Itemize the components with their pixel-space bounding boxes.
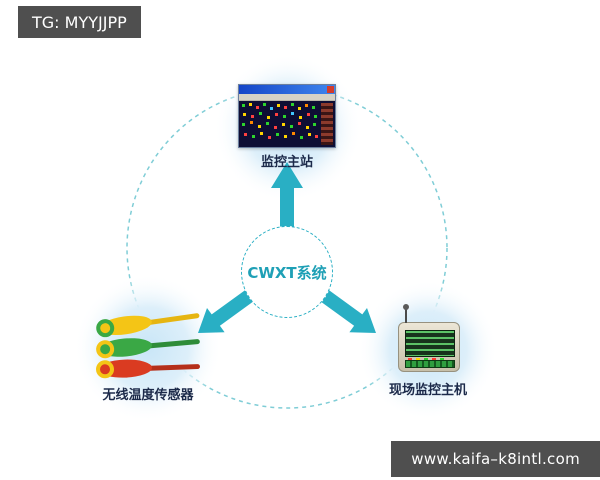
field-host-device <box>398 304 460 372</box>
scada-side-panel <box>321 103 333 145</box>
device-screen <box>405 330 455 357</box>
node-label-wireless-sensor: 无线温度传感器 <box>102 388 194 403</box>
device-terminal-blocks <box>405 360 455 368</box>
system-hub: CWXT系统 <box>241 226 333 318</box>
antenna-icon <box>403 304 409 323</box>
sensor-green <box>96 338 200 359</box>
close-icon <box>327 86 334 93</box>
sensor-yellow <box>96 313 200 338</box>
scada-window-titlebar <box>239 85 335 94</box>
arrow-up-icon <box>271 162 303 234</box>
sensor-red <box>96 359 200 379</box>
scada-window-menubar <box>239 94 335 101</box>
website-badge: www.kaifa–k8intl.com <box>391 441 600 477</box>
scada-screenshot <box>238 84 336 148</box>
scada-status-dots <box>242 104 245 107</box>
wireless-temperature-sensors-icon <box>96 313 200 379</box>
node-label-field-host: 现场监控主机 <box>388 383 467 398</box>
system-hub-label: CWXT系统 <box>247 263 327 282</box>
scada-window-body <box>239 101 335 147</box>
node-label-monitor-station: 监控主站 <box>260 155 313 170</box>
watermark-tag-badge: TG: MYYJJPP <box>18 6 141 38</box>
